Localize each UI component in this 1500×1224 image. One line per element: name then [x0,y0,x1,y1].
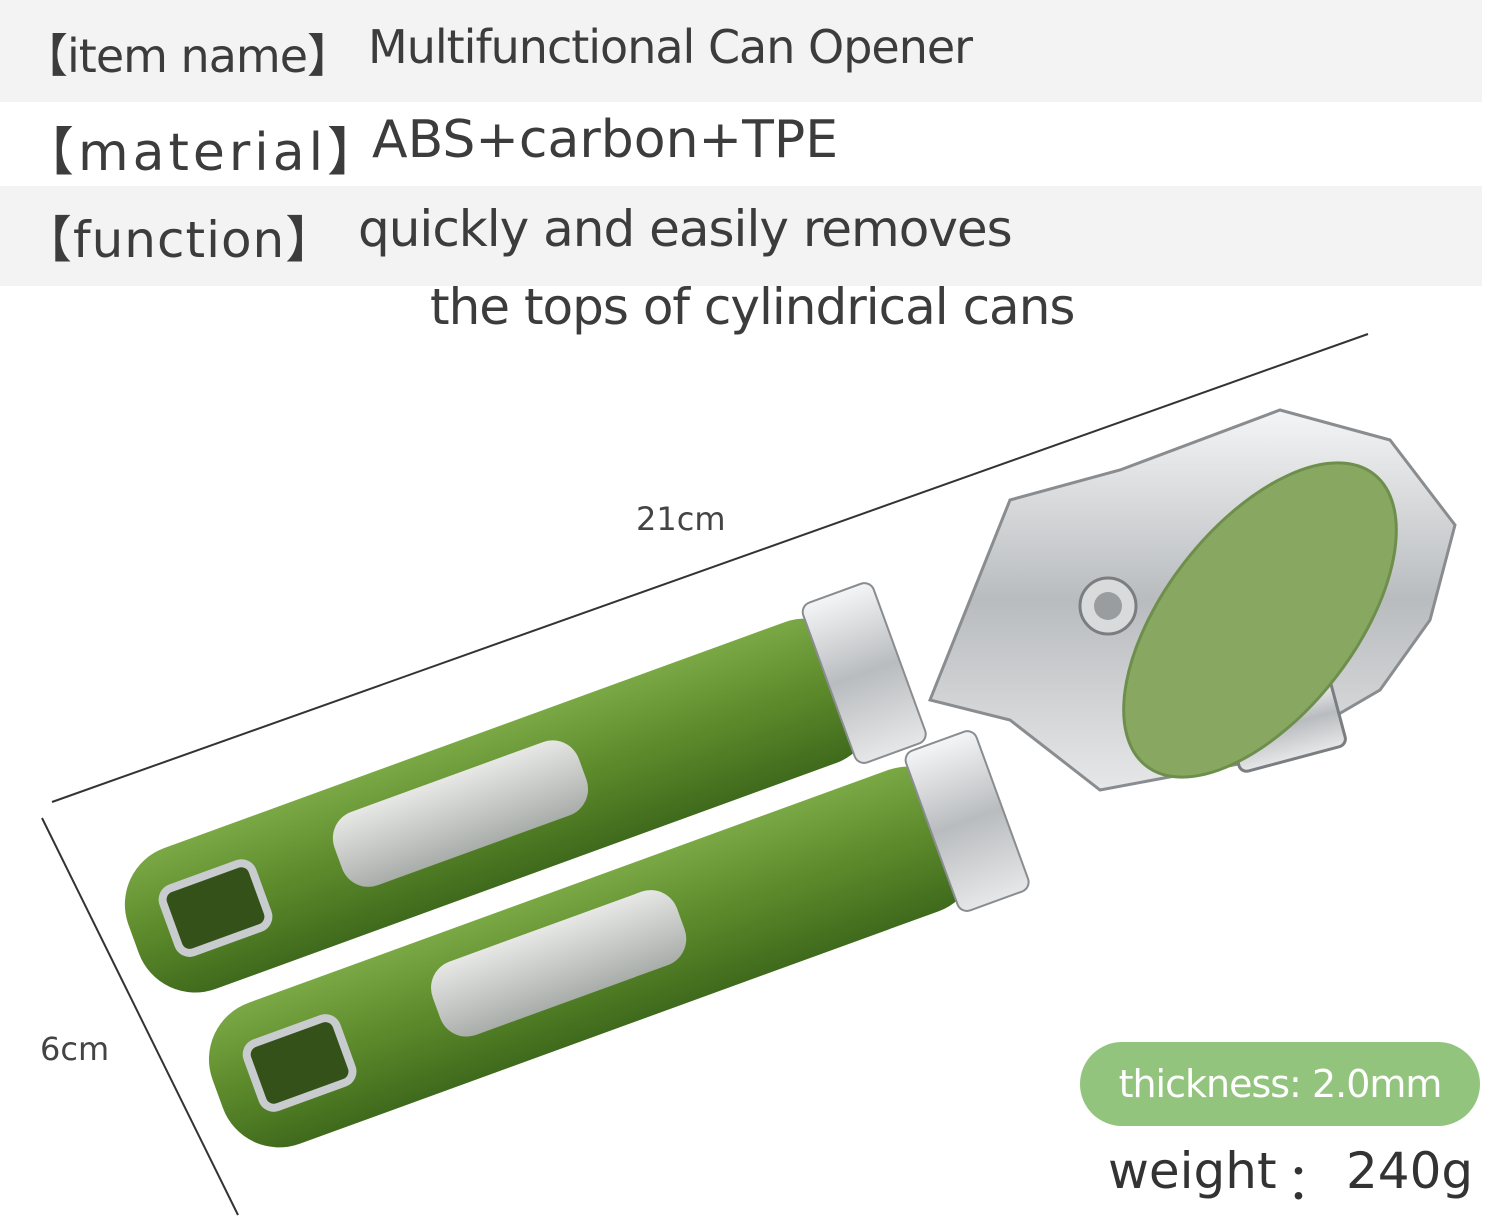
spec-band-item-name [0,0,1482,102]
material-label: 【material】 [22,123,384,183]
item-name-value: Multifunctional Can Opener [368,20,973,74]
thickness-badge: thickness: 2.0mm [1080,1042,1480,1126]
weight-value: 240g [1346,1142,1474,1200]
thickness-text: thickness: 2.0mm [1118,1062,1443,1106]
width-label: 6cm [40,1030,110,1068]
upper-handle [124,582,927,993]
material-value: ABS+carbon+TPE [372,110,839,170]
function-label: 【function】 [22,211,337,269]
turning-knob [1122,461,1398,779]
function-line-2: the tops of cylindrical cans [430,278,1075,336]
weight-separator: ： [1286,1153,1336,1211]
item-name-label: 【item name】 [22,29,353,83]
length-label: 21cm [636,500,726,538]
function-line-1: quickly and easily removes [358,200,1013,258]
width-dimension-line [41,817,239,1216]
weight-label: weight [1108,1142,1277,1200]
spec-band-function [0,186,1482,286]
lower-handle [208,730,1030,1148]
length-dimension-line [51,333,1369,803]
